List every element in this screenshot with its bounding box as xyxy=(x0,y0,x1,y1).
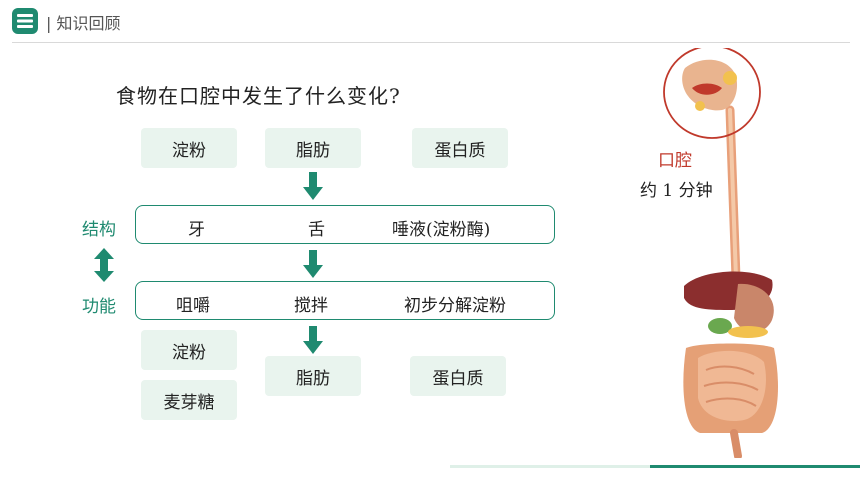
result-fat: 脂肪 xyxy=(265,356,361,396)
footer-bar-dark xyxy=(650,465,860,468)
result-starch: 淀粉 xyxy=(141,330,237,370)
result-protein: 蛋白质 xyxy=(410,356,506,396)
structure-tongue: 舌 xyxy=(308,220,325,240)
function-digest: 初步分解淀粉 xyxy=(404,296,506,316)
header-divider xyxy=(12,42,850,43)
duration-label: 约 1 分钟 xyxy=(640,181,713,201)
chip-fat: 脂肪 xyxy=(265,128,361,168)
down-arrow-icon xyxy=(303,172,323,200)
footer-bar-light xyxy=(450,465,650,468)
books-icon xyxy=(12,8,38,34)
function-stir: 搅拌 xyxy=(294,296,328,316)
header-bar: | 知识回顾 xyxy=(0,0,860,44)
chip-starch: 淀粉 xyxy=(141,128,237,168)
function-chew: 咀嚼 xyxy=(176,296,210,316)
function-row: 咀嚼 搅拌 初步分解淀粉 xyxy=(135,281,555,320)
question-text: 食物在口腔中发生了什么变化? xyxy=(116,84,401,108)
structure-teeth: 牙 xyxy=(188,220,205,240)
digestive-system-illustration xyxy=(663,48,778,458)
section-title: | 知识回顾 xyxy=(46,14,121,33)
down-arrow-icon xyxy=(303,326,323,354)
chip-protein: 蛋白质 xyxy=(412,128,508,168)
function-label: 功能 xyxy=(82,297,116,317)
structure-label: 结构 xyxy=(82,220,116,240)
double-arrow-icon xyxy=(94,248,114,282)
structure-saliva: 唾液(淀粉酶) xyxy=(392,220,491,240)
down-arrow-icon xyxy=(303,250,323,278)
structure-row: 牙 舌 唾液(淀粉酶) xyxy=(135,205,555,244)
mouth-label: 口腔 xyxy=(658,151,692,171)
result-maltose: 麦芽糖 xyxy=(141,380,237,420)
